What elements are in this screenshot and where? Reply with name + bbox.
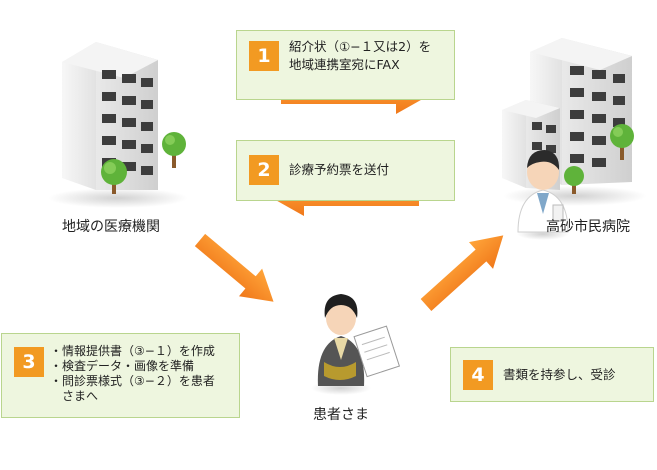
- step-2-box: 2 診療予約票を送付: [236, 140, 455, 201]
- step-1-number: 1: [249, 41, 279, 71]
- step-2-line-1: 診療予約票を送付: [289, 161, 389, 179]
- step-3-item: 問診票様式（③−２）を患者: [50, 374, 215, 389]
- step-3-item: 検査データ・画像を準備: [50, 359, 215, 374]
- patient-icon: [311, 294, 399, 395]
- clinic-label: 地域の医療機関: [62, 216, 160, 236]
- patient-label: 患者さま: [313, 404, 369, 424]
- step-3-box: 3 情報提供書（③−１）を作成 検査データ・画像を準備 問診票様式（③−２）を患…: [1, 333, 240, 418]
- step-4-line-1: 書類を持参し、受診: [503, 366, 616, 384]
- step-2-number: 2: [249, 155, 279, 185]
- step-3-item-continuation: さまへ: [62, 389, 98, 404]
- step-3-number: 3: [14, 347, 44, 377]
- arrow-up-right-4: [414, 222, 515, 318]
- step-4-number: 4: [463, 360, 493, 390]
- step-4-box: 4 書類を持参し、受診: [450, 347, 654, 402]
- arrow-down-right-3: [188, 226, 285, 315]
- step-3-item: 情報提供書（③−１）を作成: [50, 344, 215, 359]
- step-1-line-1: 紹介状（①−１又は2）を: [289, 38, 431, 56]
- step-3-list: 情報提供書（③−１）を作成 検査データ・画像を準備 問診票様式（③−２）を患者: [50, 344, 215, 389]
- hospital-building-icon: [502, 38, 647, 206]
- clinic-building-icon: [48, 42, 188, 208]
- step-1-line-2: 地域連携室宛にFAX: [289, 56, 400, 74]
- hospital-label: 高砂市民病院: [546, 216, 630, 236]
- step-1-box: 1 紹介状（①−１又は2）を 地域連携室宛にFAX: [236, 30, 455, 100]
